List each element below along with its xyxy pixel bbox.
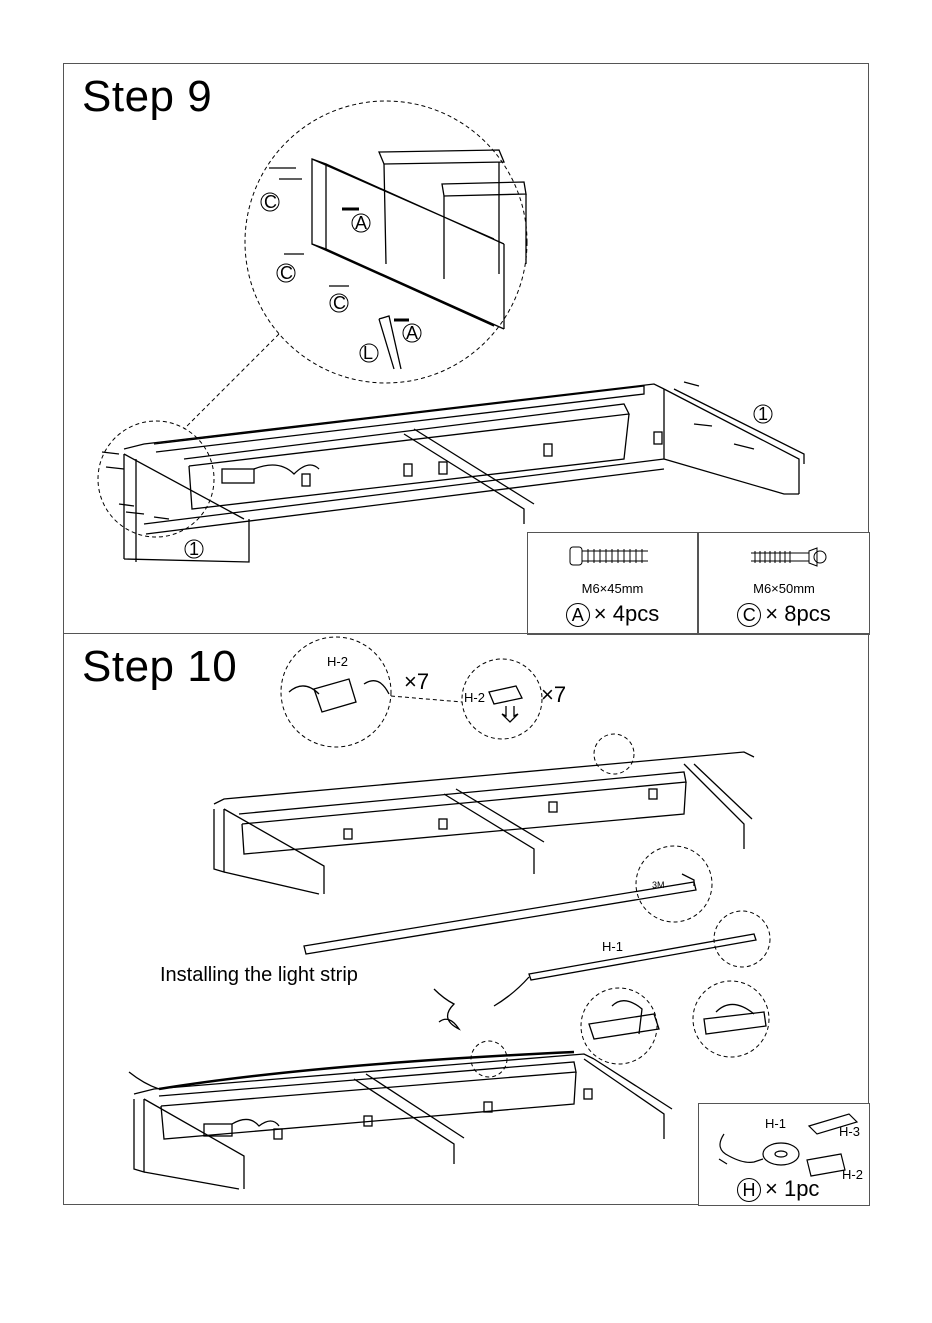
callout-part-1-right: 1 <box>758 404 768 424</box>
h1-label-strip: H-1 <box>602 939 623 954</box>
callout-l: L <box>363 343 373 363</box>
callout-a-2: A <box>406 323 418 343</box>
part-c-qty-row: C× 8pcs <box>699 601 869 627</box>
h2-label-hand: H-2 <box>327 654 348 669</box>
part-c-qty: × 8pcs <box>765 601 830 626</box>
kit-h2-label: H-2 <box>842 1167 863 1182</box>
part-c-spec: M6×50mm <box>699 581 869 596</box>
step-10-panel: Step 10 <box>63 633 869 1205</box>
tape-marking: 3M <box>652 880 665 890</box>
kit-letter: H <box>737 1178 761 1202</box>
h2-label-clip: H-2 <box>464 690 485 705</box>
times-7-left: ×7 <box>404 669 429 695</box>
part-a-letter: A <box>566 603 590 627</box>
light-kit-box: H-1 H-3 H-2 H× 1pc <box>698 1103 870 1206</box>
kit-qty-row: H× 1pc <box>737 1176 819 1202</box>
callout-c-1: C <box>264 192 277 212</box>
step-9-panel: Step 9 <box>63 63 869 634</box>
light-strip-caption: Installing the light strip <box>160 964 358 987</box>
kit-h3-label: H-3 <box>839 1124 860 1139</box>
callout-part-1-left: 1 <box>189 539 199 559</box>
part-c-letter: C <box>737 603 761 627</box>
part-a-qty-row: A× 4pcs <box>528 601 697 627</box>
hardware-box-c: M6×50mm C× 8pcs <box>698 532 870 635</box>
callout-a-1: A <box>355 213 367 233</box>
kit-h1-label: H-1 <box>765 1116 786 1131</box>
part-a-qty: × 4pcs <box>594 601 659 626</box>
hardware-box-a: M6×45mm A× 4pcs <box>527 532 698 635</box>
kit-qty: × 1pc <box>765 1176 819 1201</box>
callout-c-2: C <box>280 263 293 283</box>
callout-c-3: C <box>333 293 346 313</box>
bolt-c-icon <box>749 545 829 569</box>
part-a-spec: M6×45mm <box>528 581 697 596</box>
times-7-right: ×7 <box>541 682 566 708</box>
bolt-a-icon <box>568 543 658 569</box>
